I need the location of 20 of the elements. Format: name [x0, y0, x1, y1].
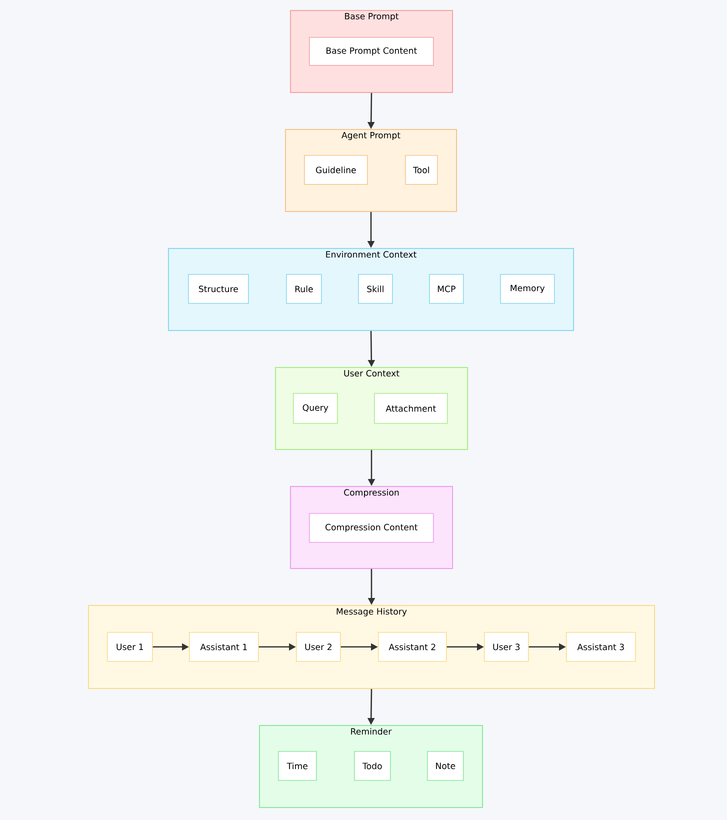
item-box: User 1	[107, 632, 153, 662]
item-box: Rule	[286, 274, 322, 304]
item-box: Assistant 1	[189, 632, 259, 662]
item-box: Structure	[188, 274, 249, 304]
item-box: Guideline	[304, 155, 368, 185]
item-box: Note	[427, 751, 464, 781]
item-box: MCP	[429, 274, 464, 304]
item-box: Assistant 2	[378, 632, 447, 662]
item-box: Assistant 3	[566, 632, 636, 662]
item-box: Tool	[405, 155, 438, 185]
item-box: Todo	[354, 751, 391, 781]
item-box: Skill	[358, 274, 393, 304]
item-box: Time	[278, 751, 317, 781]
item-box: User 3	[484, 632, 529, 662]
item-box: Query	[293, 393, 338, 424]
item-box: Memory	[500, 274, 555, 304]
item-box: Base Prompt Content	[309, 37, 434, 66]
item-box: Attachment	[374, 393, 448, 424]
item-box: User 2	[296, 632, 341, 662]
item-box: Compression Content	[309, 513, 434, 543]
